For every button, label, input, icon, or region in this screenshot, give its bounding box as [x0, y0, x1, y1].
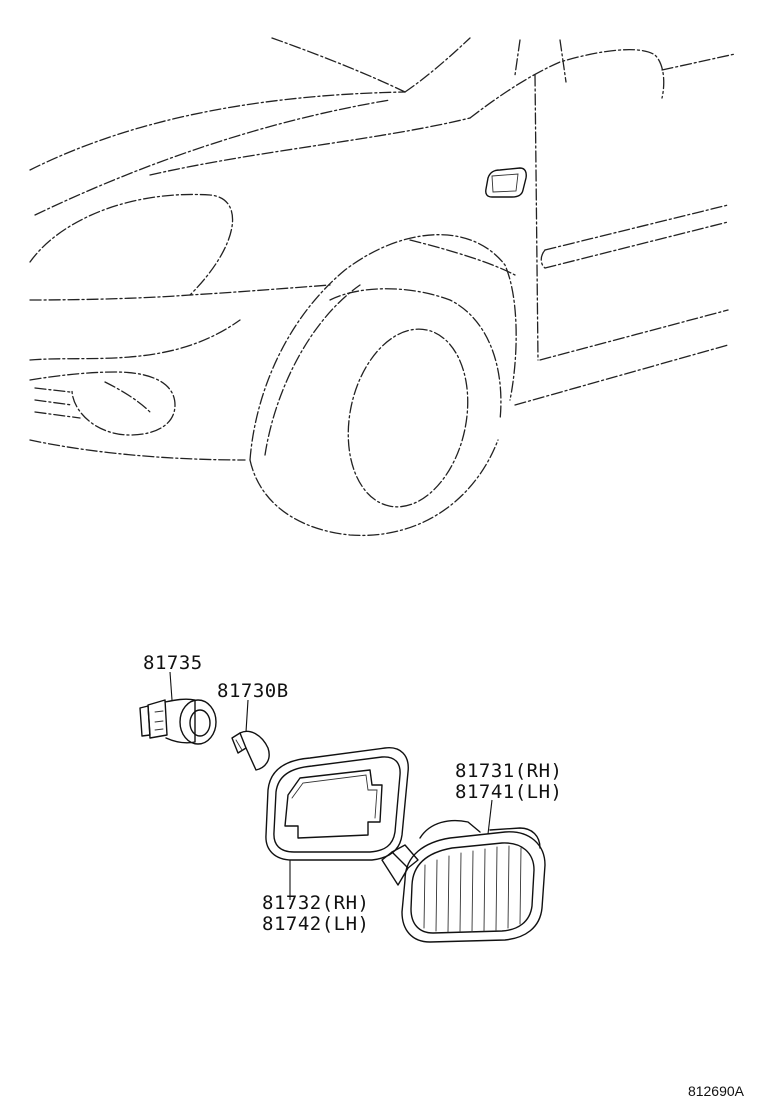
car-front-outline	[29, 37, 736, 537]
figure-code: 812690A	[688, 1083, 745, 1099]
bulb-socket	[139, 698, 217, 745]
part-number-lens-rh: 81731(RH)	[455, 760, 562, 782]
part-number-lens-lh: 81741(LH)	[455, 781, 562, 803]
leader-socket	[169, 671, 173, 701]
part-number-gasket-lh: 81742(LH)	[262, 913, 369, 935]
leader-lens	[487, 799, 493, 835]
part-number-socket: 81735	[143, 652, 203, 674]
part-number-bulb: 81730B	[217, 680, 289, 702]
side-marker-lens	[381, 819, 546, 943]
leader-bulb	[245, 699, 249, 733]
part-number-gasket-rh: 81732(RH)	[262, 892, 369, 914]
wedge-bulb	[231, 730, 270, 771]
lamp-gasket	[265, 747, 409, 861]
